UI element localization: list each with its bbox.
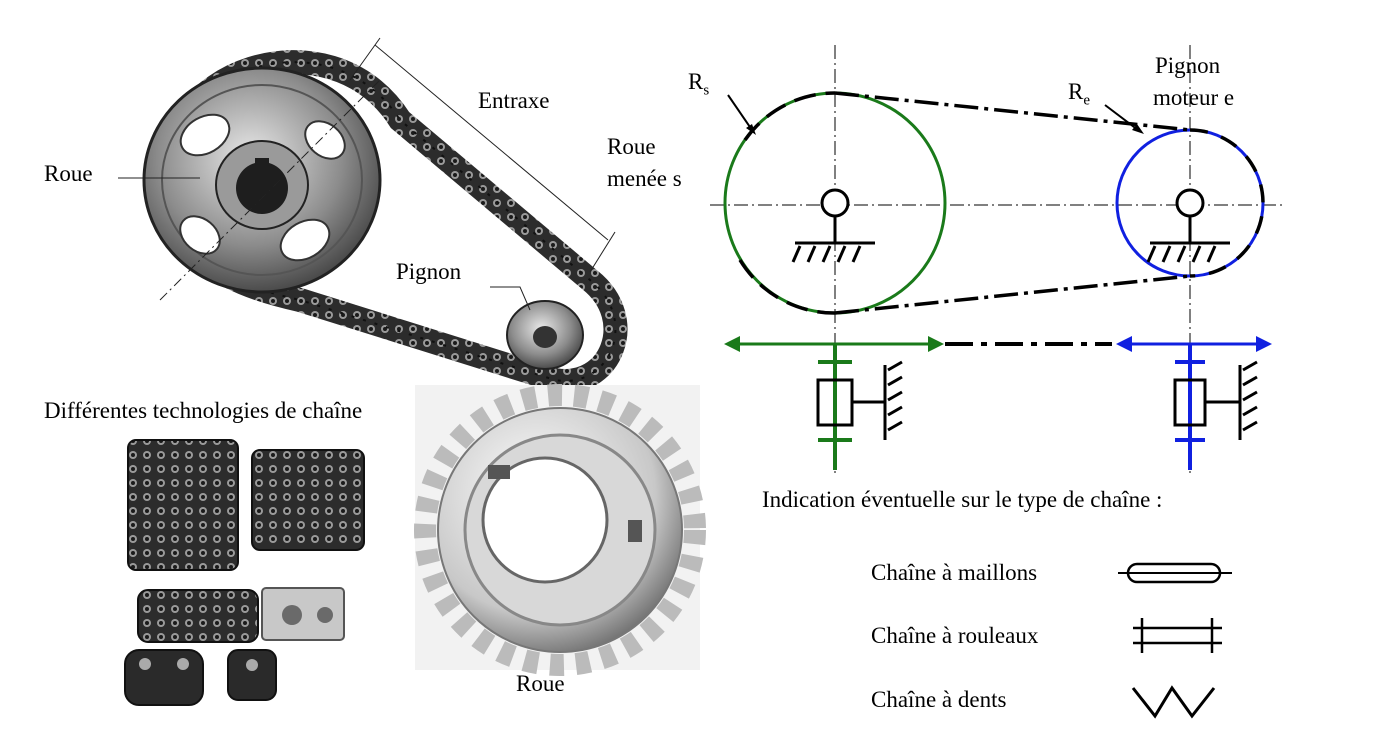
driver-side-view [1116, 336, 1272, 470]
driven-pivot-symbol [791, 188, 875, 263]
driven-side-view [724, 336, 944, 470]
entraxe-dimension [374, 44, 609, 241]
dents-symbol [1131, 685, 1216, 719]
legend-item-rouleaux: Chaîne à rouleaux [871, 623, 1039, 648]
chain-lower-strand [834, 274, 1191, 315]
rouleaux-symbol [1133, 618, 1222, 653]
maillons-symbol [1118, 562, 1232, 584]
pignon-moteur-label-line2: moteur e [1153, 85, 1235, 110]
roue-menee-label-line1: Roue [607, 134, 656, 159]
roue-sprocket-photo [414, 384, 706, 676]
legend-item-dents: Chaîne à dents [871, 687, 1007, 712]
pignon-moteur-label-line1: Pignon [1155, 53, 1221, 78]
legend-title: Indication éventuelle sur le type de cha… [762, 487, 1163, 512]
roue-bottom-label: Roue [516, 671, 565, 696]
driver-pivot-symbol [1146, 188, 1230, 263]
roue-menee-label-line2: menée s [607, 166, 682, 191]
entraxe-label: Entraxe [478, 88, 550, 113]
re-label: Re [1068, 79, 1091, 109]
pignon-label: Pignon [396, 259, 462, 284]
technologies-label: Différentes technologies de chaîne [44, 398, 363, 423]
rs-label: Rs [688, 69, 710, 99]
legend-item-maillons: Chaîne à maillons [871, 560, 1038, 585]
chain-samples [124, 439, 365, 706]
roue-label: Roue [44, 161, 93, 186]
